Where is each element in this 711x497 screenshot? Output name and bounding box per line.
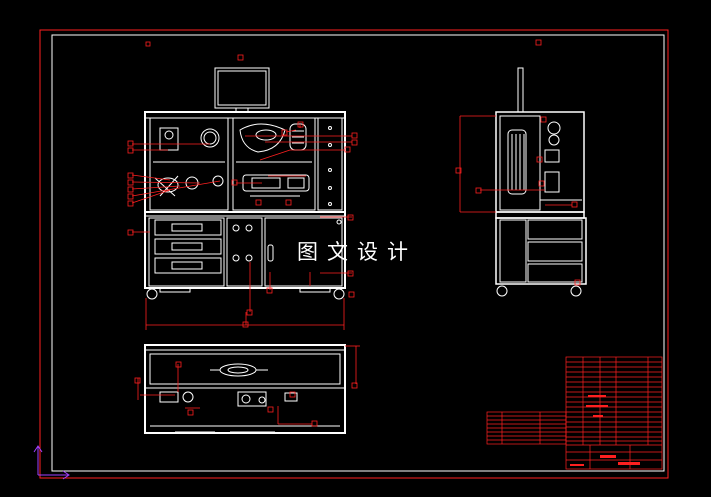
inner-border [51,34,665,472]
front-view-dimensions [127,39,542,330]
top-view-dimensions [134,345,360,427]
title-block [486,356,663,470]
title-block-details [570,395,640,466]
side-view [495,67,587,297]
ucs-icon [33,445,70,480]
outer-frame [39,29,669,479]
top-view [144,344,346,434]
front-view [144,67,346,300]
side-view-dimensions [455,115,581,286]
watermark-text: 图文设计 [297,240,417,264]
